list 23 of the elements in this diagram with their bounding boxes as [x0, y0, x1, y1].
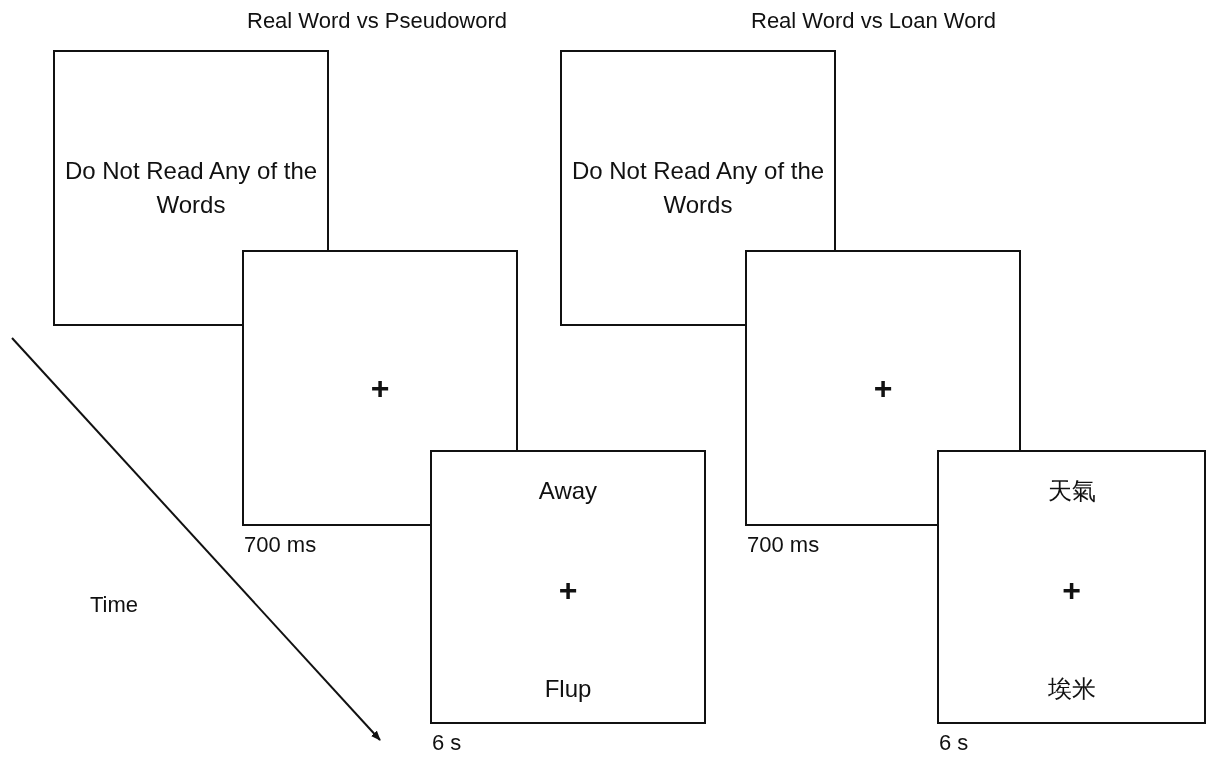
- duration-label: 6 s: [432, 730, 462, 756]
- fixation-cross: +: [558, 570, 578, 610]
- fixation-cross: +: [1062, 570, 1081, 610]
- screen-frame: [430, 450, 706, 724]
- axis-label: Time: [90, 592, 139, 618]
- screen-frame: [242, 250, 518, 526]
- fixation-cross: +: [873, 368, 893, 408]
- stimulus-text: Away: [538, 476, 598, 506]
- screen-frame: [937, 450, 1206, 724]
- duration-label: 6 s: [939, 730, 969, 756]
- condition-heading: Real Word vs Pseudoword: [247, 8, 508, 34]
- duration-label: 700 ms: [244, 532, 317, 558]
- duration-label: 700 ms: [747, 532, 820, 558]
- screen-frame: [53, 50, 329, 326]
- stimulus-text: 天氣: [1047, 476, 1096, 506]
- stimulus-text: Do Not Read Any of the Words: [570, 156, 826, 220]
- stimulus-text: Do Not Read Any of the Words: [63, 156, 319, 220]
- condition-heading: Real Word vs Loan Word: [751, 8, 996, 34]
- stimulus-text: 埃米: [1047, 674, 1096, 705]
- stimulus-text: Flup: [544, 674, 592, 705]
- fixation-cross: +: [370, 368, 390, 408]
- screen-frame: [560, 50, 836, 326]
- screen-frame: [745, 250, 1021, 526]
